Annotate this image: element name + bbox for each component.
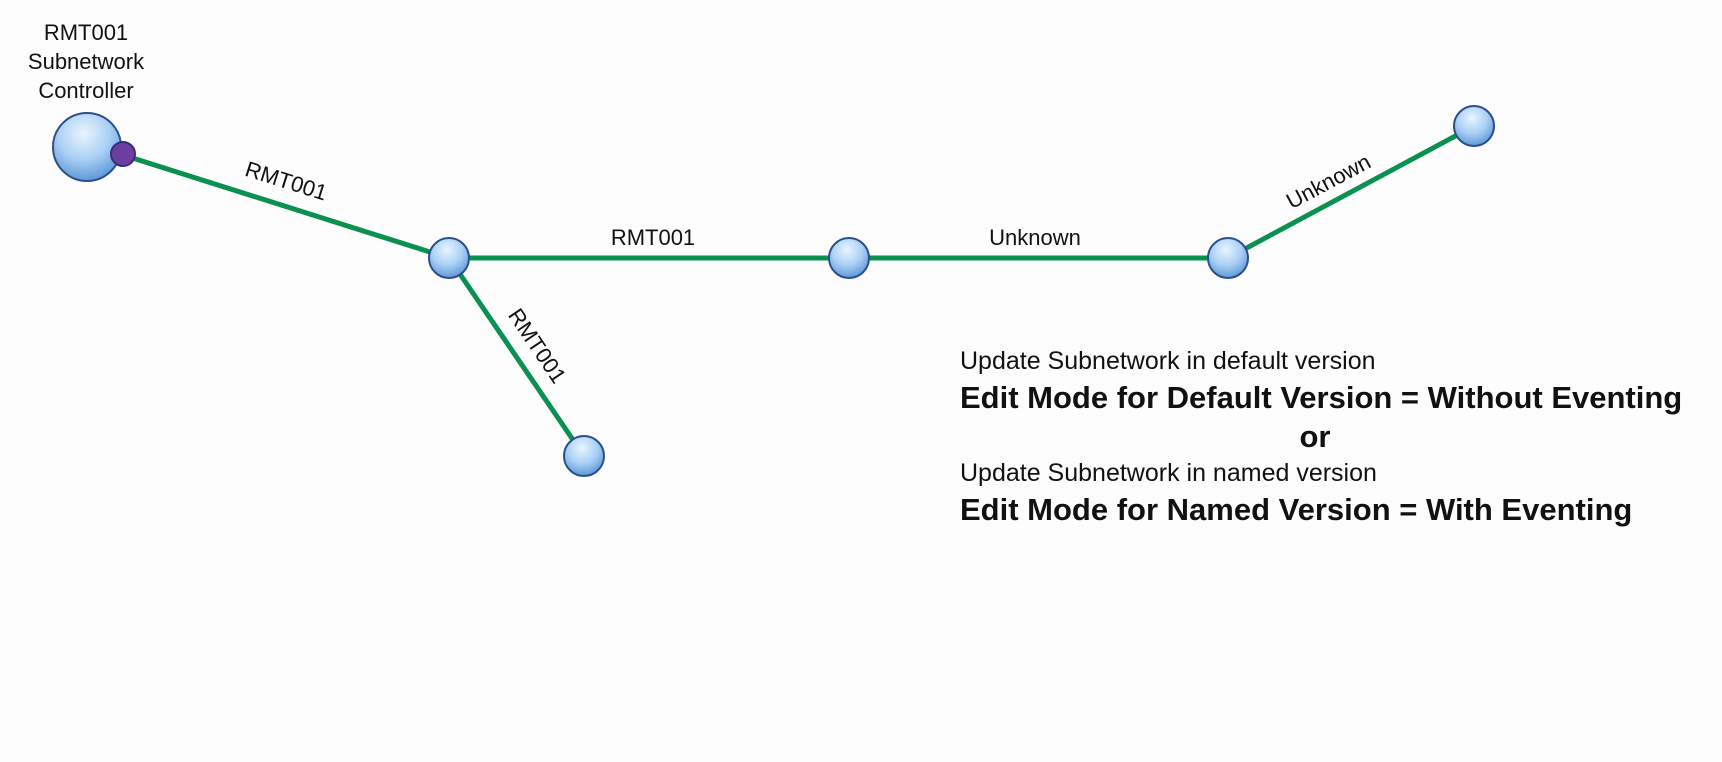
- junction-node[interactable]: [428, 237, 470, 279]
- controller-label-line-3: Controller: [38, 78, 133, 103]
- controller-label-line-2: Subnetwork: [28, 49, 145, 74]
- junction-node[interactable]: [563, 435, 605, 477]
- legend-or: or: [1299, 419, 1331, 454]
- legend-named-version-mode: Edit Mode for Named Version = With Event…: [960, 492, 1633, 527]
- subnetwork-controller-node[interactable]: [52, 112, 122, 182]
- controller-label-line-1: RMT001: [44, 20, 128, 45]
- edit-mode-legend: Update Subnetwork in default version Edi…: [960, 344, 1700, 530]
- junction-node[interactable]: [828, 237, 870, 279]
- edge-controller-to-junction: [122, 152, 450, 261]
- legend-default-version-mode: Edit Mode for Default Version = Without …: [960, 380, 1683, 415]
- edge-label: RMT001: [503, 304, 571, 388]
- controller-junction-point[interactable]: [110, 141, 136, 167]
- edge-junction-to-lower-node: [446, 256, 587, 458]
- legend-default-version-text: Update Subnetwork in default version: [960, 347, 1376, 375]
- junction-node[interactable]: [1453, 105, 1495, 147]
- legend-named-version-text: Update Subnetwork in named version: [960, 459, 1377, 487]
- edge-label: Unknown: [989, 225, 1081, 250]
- edge-label: RMT001: [611, 225, 695, 250]
- edge-right-to-top-right-node: [1226, 123, 1476, 261]
- junction-node[interactable]: [1207, 237, 1249, 279]
